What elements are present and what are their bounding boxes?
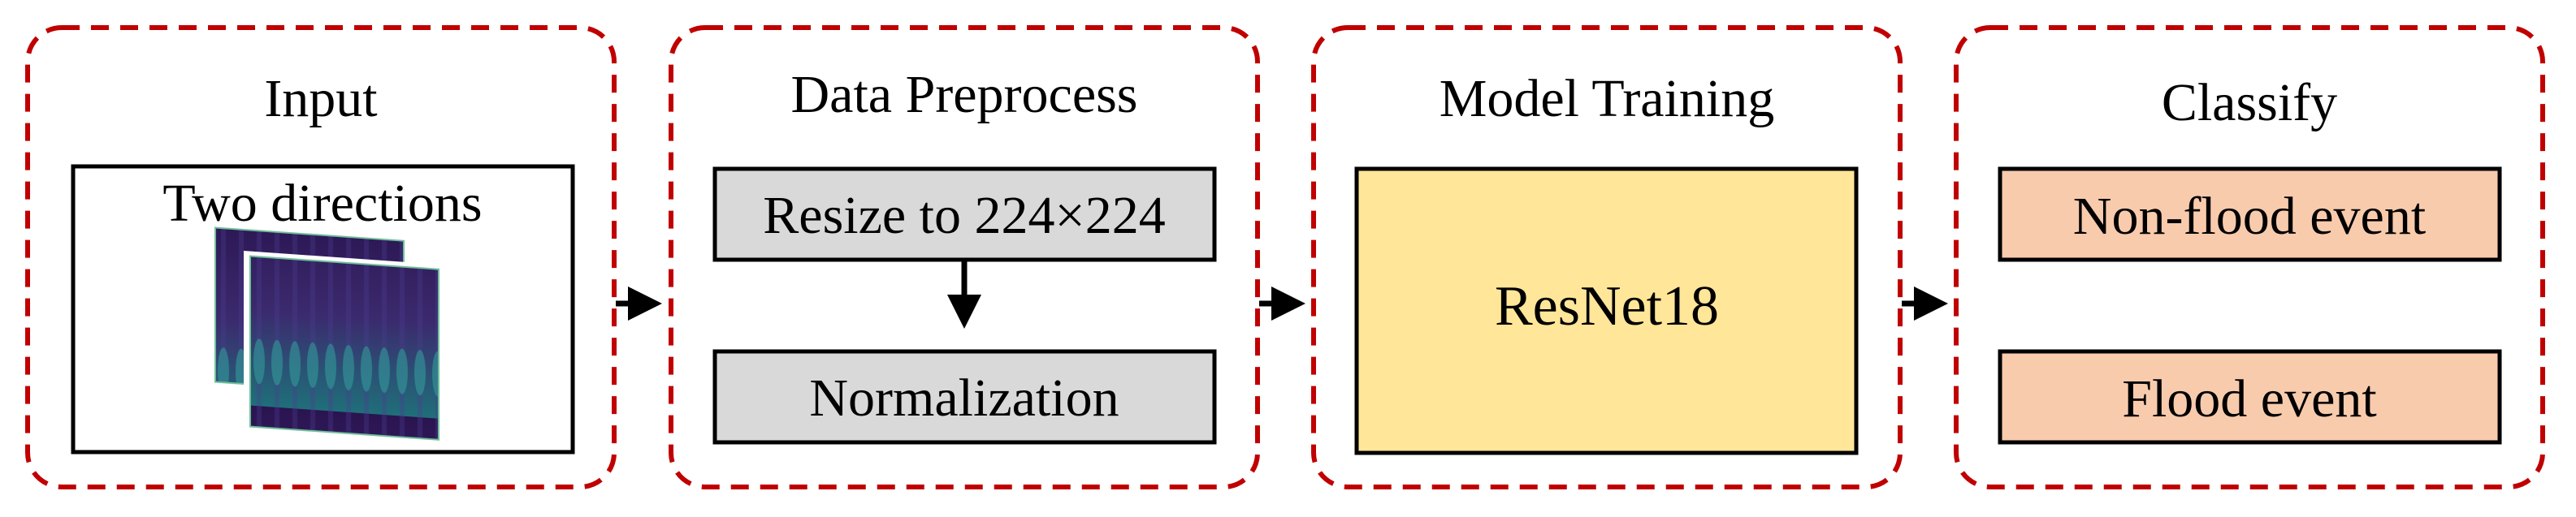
model-label: ResNet18 bbox=[1495, 275, 1719, 338]
input-caption: Two directions bbox=[162, 174, 482, 233]
stage-preprocess: Data Preprocess Resize to 224×224 Normal… bbox=[669, 25, 1260, 489]
stage-preprocess-border bbox=[669, 25, 1260, 489]
normalization-label: Normalization bbox=[809, 368, 1119, 428]
spectrogram-icon bbox=[214, 226, 444, 446]
stage-input-border bbox=[25, 25, 617, 489]
normalization-box bbox=[712, 349, 1217, 445]
stage-classify-border bbox=[1954, 25, 2545, 489]
model-box bbox=[1354, 166, 1859, 455]
stage-input-title: Input bbox=[264, 69, 377, 128]
stage-preprocess-title: Data Preprocess bbox=[790, 65, 1137, 124]
stage-classify: Classify Non-flood event Flood event bbox=[1954, 25, 2545, 489]
non-flood-label: Non-flood event bbox=[2073, 187, 2426, 246]
resize-box bbox=[712, 166, 1217, 262]
stage-training-border bbox=[1311, 25, 1903, 489]
stage-training-title: Model Training bbox=[1440, 69, 1775, 128]
flood-label: Flood event bbox=[2122, 369, 2376, 429]
stage-training: Model Training ResNet18 bbox=[1311, 25, 1903, 489]
non-flood-box bbox=[1998, 166, 2502, 262]
stage-classify-title: Classify bbox=[2162, 73, 2337, 132]
stage-input: Input Two directions bbox=[25, 25, 617, 489]
resize-label: Resize to 224×224 bbox=[763, 186, 1165, 245]
flood-box bbox=[1998, 349, 2502, 445]
